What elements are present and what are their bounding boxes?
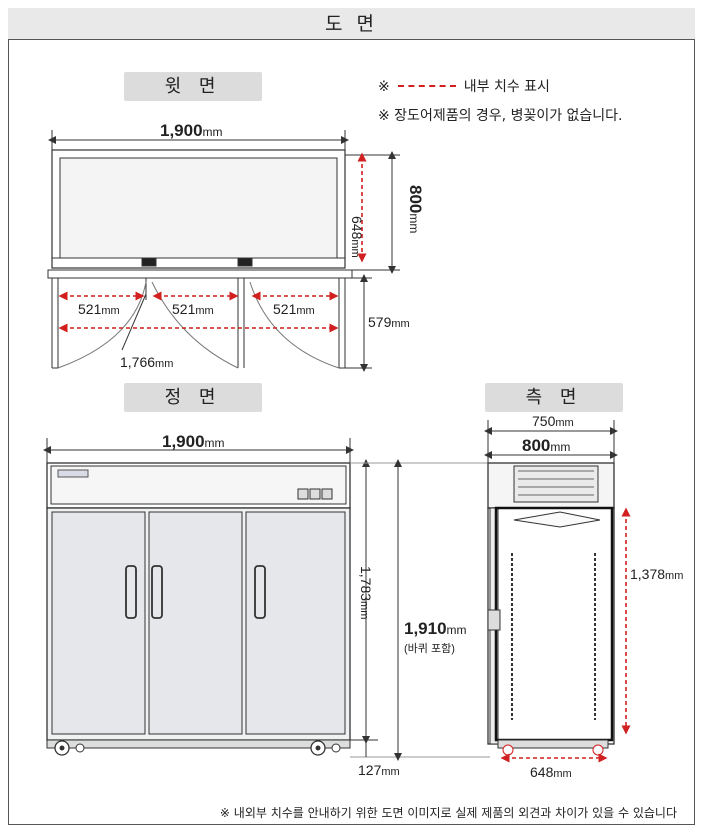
top-view-inner-dims: [58, 152, 367, 333]
front-width-label: 1,900mm: [162, 432, 225, 451]
side-inner-height-label: 1,378mm: [630, 566, 684, 582]
door1-width-label: 521mm: [78, 301, 120, 317]
side-view-drawing: [484, 420, 618, 756]
front-view-drawing: [43, 438, 490, 761]
side-total-depth-label: 800mm: [522, 436, 571, 455]
total-height-label: 1,910mm: [404, 619, 467, 638]
top-width-label: 1,900mm: [160, 121, 223, 140]
total-height-note: (바퀴 포함): [404, 643, 455, 655]
top-view-label: 윗 면: [124, 72, 262, 101]
side-view-inner-dims: [500, 507, 631, 763]
caster-height-label: 127mm: [358, 762, 400, 778]
legend-note: ※ 장도어제품의 경우, 병꽂이가 없습니다.: [378, 108, 623, 124]
inner-width-label: 1,766mm: [120, 354, 174, 370]
top-view-drawing: [47, 130, 400, 372]
footnote: ※ 내외부 치수를 안내하기 위한 도면 이미지로 실제 제품의 외견과 차이가…: [219, 806, 677, 820]
page-title: 도 면: [8, 8, 695, 40]
top-depth-label: 800mm: [406, 185, 425, 234]
door2-width-label: 521mm: [172, 301, 214, 317]
door-swing-label: 579mm: [368, 314, 410, 330]
legend-inner-label: 내부 치수 표시: [463, 79, 550, 95]
door3-width-label: 521mm: [273, 301, 315, 317]
legend-mark: ※: [378, 79, 390, 95]
body-height-label: 1,783mm: [358, 566, 374, 620]
side-body-depth-label: 750mm: [532, 413, 574, 429]
side-inner-depth-label: 648mm: [530, 764, 572, 780]
top-inner-depth-label: 648mm: [349, 216, 365, 258]
side-view-label: 측 면: [485, 383, 623, 412]
red-dash-icon: [397, 85, 456, 87]
front-view-label: 정 면: [124, 383, 262, 412]
legend-inner-dim: ※ 내부 치수 표시: [378, 76, 550, 96]
